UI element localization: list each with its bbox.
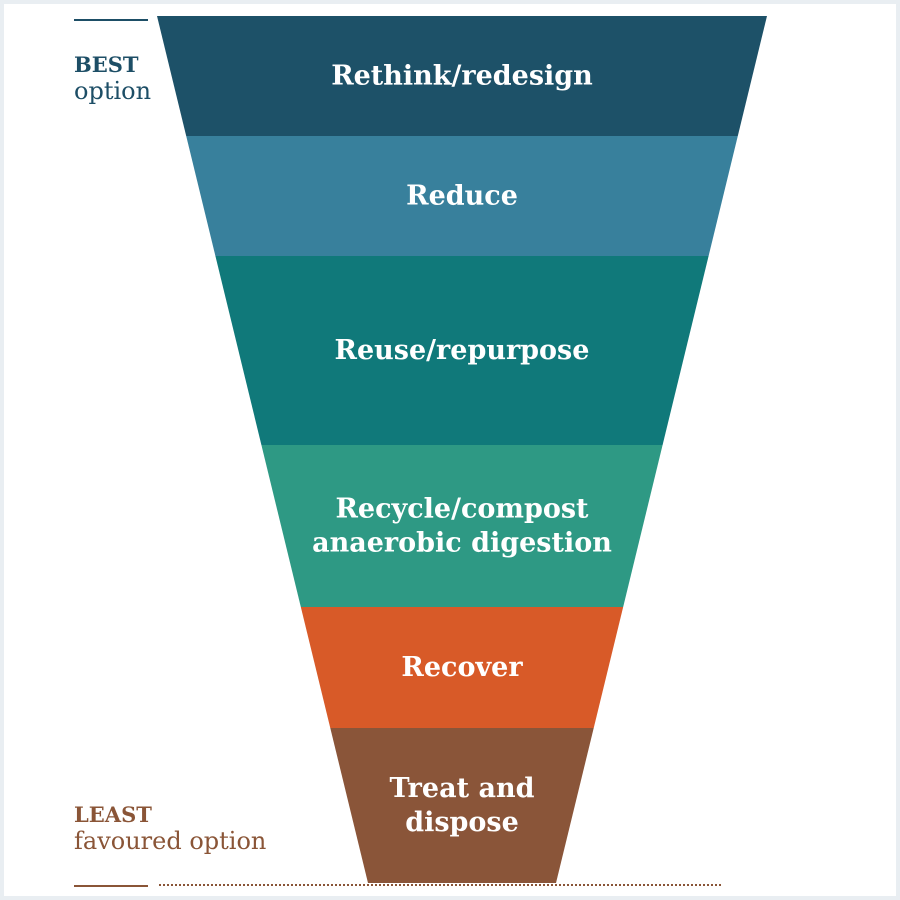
least-label-strong: LEAST xyxy=(74,802,152,827)
layer-label-treat-and-dispose: Treat and xyxy=(390,773,535,804)
layer-label-reduce: Reduce xyxy=(406,181,518,212)
layer-label-reuse-repurpose: Reuse/repurpose xyxy=(335,335,590,366)
waste-hierarchy-funnel: Rethink/redesignReduceReuse/repurposeRec… xyxy=(157,16,767,883)
best-label-strong: BEST xyxy=(74,52,139,77)
best-label-sub: option xyxy=(74,77,152,105)
layer-label-rethink-redesign: Rethink/redesign xyxy=(331,61,593,92)
layer-label-recycle-compost: Recycle/compost xyxy=(335,494,589,525)
layer-reduce xyxy=(186,136,738,256)
layer-label-recover: Recover xyxy=(401,652,523,683)
layer-recycle-compost xyxy=(261,445,663,607)
least-option-label: LEAST favoured option xyxy=(74,804,266,853)
baseline-dotted-line xyxy=(159,884,721,886)
best-option-label: BEST option xyxy=(74,54,151,103)
layer-rethink-redesign xyxy=(157,16,767,136)
layer-reuse-repurpose xyxy=(215,256,709,445)
layer-label-treat-and-dispose: dispose xyxy=(405,807,519,838)
least-label-sub: favoured option xyxy=(74,827,267,855)
layer-treat-and-dispose xyxy=(330,728,594,883)
layer-recover xyxy=(300,607,624,728)
least-rule xyxy=(74,885,148,887)
best-rule xyxy=(74,19,148,21)
layer-label-recycle-compost: anaerobic digestion xyxy=(312,528,612,559)
